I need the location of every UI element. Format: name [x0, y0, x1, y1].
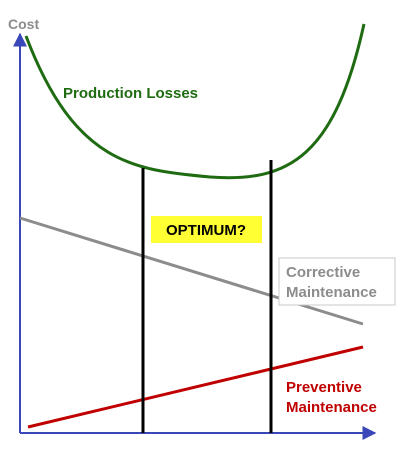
production-losses-label: Production Losses — [63, 85, 198, 102]
preventive-maintenance-label-line1: Preventive — [286, 379, 362, 396]
production-losses-curve — [24, 23, 366, 180]
y-axis-label: Cost — [8, 16, 39, 32]
optimum-label: OPTIMUM? — [166, 222, 246, 239]
preventive-maintenance-line — [27, 345, 364, 429]
corrective-maintenance-label-box — [278, 257, 396, 306]
optimum-highlight — [151, 216, 262, 243]
corrective-maintenance-line — [19, 216, 364, 326]
preventive-maintenance-label-line2: Maintenance — [286, 399, 377, 416]
corrective-maintenance-label-line2: Maintenance — [286, 284, 377, 301]
corrective-maintenance-label-line1: Corrective — [286, 264, 360, 281]
